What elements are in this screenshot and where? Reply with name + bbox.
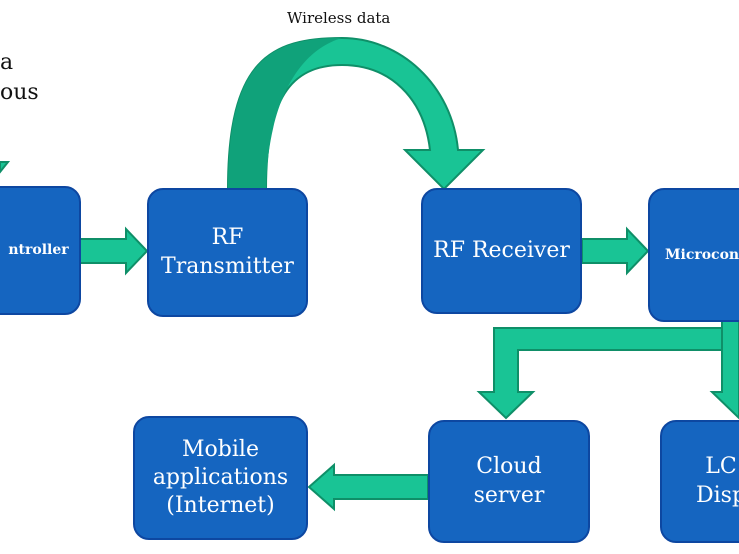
cloud-server-block: Cloud server — [428, 420, 590, 543]
microcontroller-right-block: Microcon — [648, 188, 739, 322]
cloud-server-label: Cloud server — [473, 453, 545, 508]
lcd-display-block: LC Disp — [660, 420, 739, 543]
edge-text-line2: ous — [0, 80, 39, 105]
mobile-applications-label: Mobile applications (Internet) — [152, 436, 289, 519]
microcontroller-right-label: Microcon — [665, 246, 739, 263]
lcd-display-label: LC Disp — [696, 453, 739, 508]
wireless-arch-shading — [228, 38, 342, 189]
mobile-applications-block: Mobile applications (Internet) — [133, 416, 308, 540]
wireless-data-label: Wireless data — [287, 9, 391, 27]
arrow-top-left-partial — [0, 161, 11, 174]
arrow-cloud-to-mobile — [307, 462, 429, 512]
microcontroller-left-block: ntroller — [0, 186, 81, 315]
arrow-microcontroller-to-transmitter — [79, 226, 149, 276]
rf-transmitter-label: RF Transmitter — [161, 224, 294, 279]
arrow-microcontroller-to-cloud — [476, 327, 723, 420]
edge-text-line1: a — [0, 50, 14, 75]
rf-transmitter-block: RF Transmitter — [147, 188, 308, 317]
rf-receiver-label: RF Receiver — [433, 237, 570, 263]
microcontroller-left-label: ntroller — [8, 242, 69, 259]
arrow-receiver-to-microcontroller — [581, 226, 650, 276]
rf-receiver-block: RF Receiver — [421, 188, 582, 314]
